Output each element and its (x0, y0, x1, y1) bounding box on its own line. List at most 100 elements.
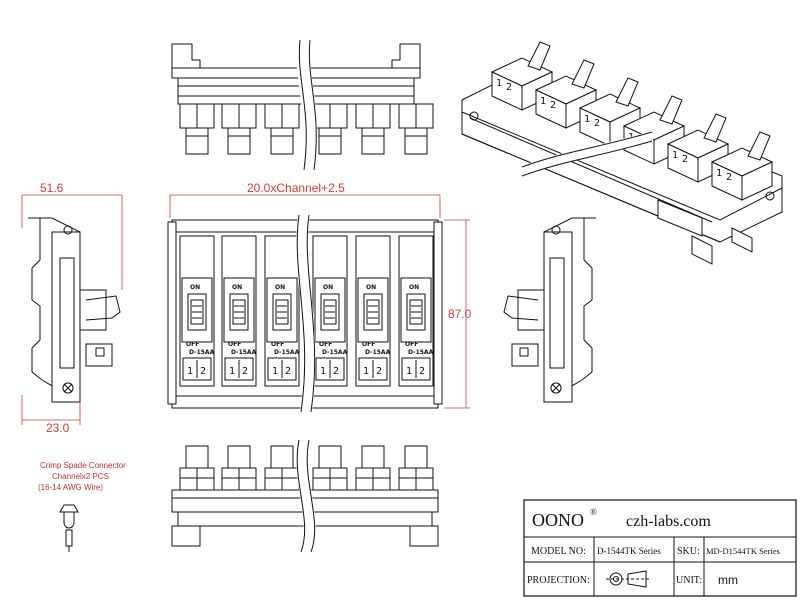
dimension-lines (21, 194, 470, 425)
terminal-number: 1 (584, 114, 590, 125)
on-label: ON (323, 284, 333, 291)
on-label: ON (409, 284, 419, 291)
bottom-view-terminals (179, 445, 434, 491)
connector-note-line1: Crimp Spade Connector (40, 461, 126, 470)
terminal-number: 2 (506, 82, 512, 93)
terminal-number: 2 (726, 172, 732, 183)
terminal-number: 2 (242, 366, 248, 377)
terminal-number: 1 (320, 366, 326, 377)
iso-rocker (747, 131, 771, 161)
terminal-number: 2 (285, 366, 291, 377)
dim-bottom-left: 23.0 (46, 421, 70, 435)
bottom-terminal (355, 445, 391, 491)
off-label: OFF (405, 341, 418, 348)
rating-label: D-15AA (231, 349, 257, 356)
top-terminal (312, 103, 348, 155)
off-label: OFF (362, 341, 375, 348)
title-block (523, 499, 797, 597)
terminal-number: 2 (376, 366, 382, 377)
iso-rocker (659, 95, 683, 125)
rating-label: D-15AA (365, 349, 391, 356)
on-label: ON (232, 284, 242, 291)
unit-label: UNIT: (676, 575, 702, 586)
left-side-view (28, 217, 121, 403)
top-terminal (221, 103, 257, 155)
bottom-terminal (221, 445, 257, 491)
connector-note-line2: Channelx2 PCS (52, 472, 109, 481)
terminal-number: 1 (363, 366, 369, 377)
projection-icon (606, 570, 650, 588)
terminal-number: 1 (272, 366, 278, 377)
terminal-number: 1 (496, 78, 502, 89)
rating-label: D-15AA (189, 349, 215, 356)
on-label: ON (275, 284, 285, 291)
rating-label: D-15AA (408, 349, 434, 356)
projection-label: PROJECTION: (527, 575, 590, 586)
brand-mark: ® (590, 507, 597, 517)
brand-name: OONO (532, 510, 584, 530)
iso-rocker (703, 113, 727, 143)
bottom-terminal (179, 445, 215, 491)
top-terminal (179, 103, 215, 155)
bottom-view (171, 438, 439, 555)
terminal-number: 2 (200, 366, 206, 377)
spade-connector-icon (59, 504, 79, 552)
connector-note-line3: (16-14 AWG Wire) (38, 483, 103, 492)
off-label: OFF (271, 341, 284, 348)
model-value: D-1544TK Series (597, 546, 661, 556)
dim-right-height: 87.0 (448, 307, 472, 321)
bottom-terminal (312, 445, 348, 491)
top-terminal (355, 103, 391, 155)
top-terminal (264, 103, 300, 155)
terminal-number: 1 (229, 366, 235, 377)
rating-label: D-15AA (274, 349, 300, 356)
right-side-view (503, 217, 596, 403)
terminal-number: 2 (333, 366, 339, 377)
terminal-number: 2 (419, 366, 425, 377)
iso-rocker (571, 59, 595, 89)
on-label: ON (190, 284, 200, 291)
rating-label: D-15AA (322, 349, 348, 356)
bottom-terminal (398, 445, 434, 491)
terminal-number: 2 (594, 118, 600, 129)
terminal-number: 2 (550, 100, 556, 111)
iso-rocker (527, 41, 551, 71)
unit-value: mm (718, 573, 738, 587)
terminal-number: 1 (672, 150, 678, 161)
terminal-number: 2 (682, 154, 688, 165)
sku-label: SKU: (677, 546, 700, 557)
dim-top-width: 20.0xChannel+2.5 (247, 181, 345, 195)
terminal-number: 1 (540, 96, 546, 107)
top-terminal (398, 103, 434, 155)
off-label: OFF (228, 341, 241, 348)
iso-rocker (615, 77, 639, 107)
on-label: ON (366, 284, 376, 291)
top-view-terminals (179, 103, 434, 155)
off-label: OFF (186, 341, 199, 348)
bottom-terminal (264, 445, 300, 491)
top-view (171, 39, 434, 171)
website-text: czh-labs.com (626, 513, 711, 530)
model-label: MODEL NO: (531, 546, 586, 557)
sku-value: MD-D1544TK Series (706, 546, 780, 556)
terminal-number: 1 (406, 366, 412, 377)
terminal-number: 1 (716, 168, 722, 179)
terminal-number: 1 (187, 366, 193, 377)
dim-left-width: 51.6 (40, 181, 64, 195)
off-label: OFF (319, 341, 332, 348)
